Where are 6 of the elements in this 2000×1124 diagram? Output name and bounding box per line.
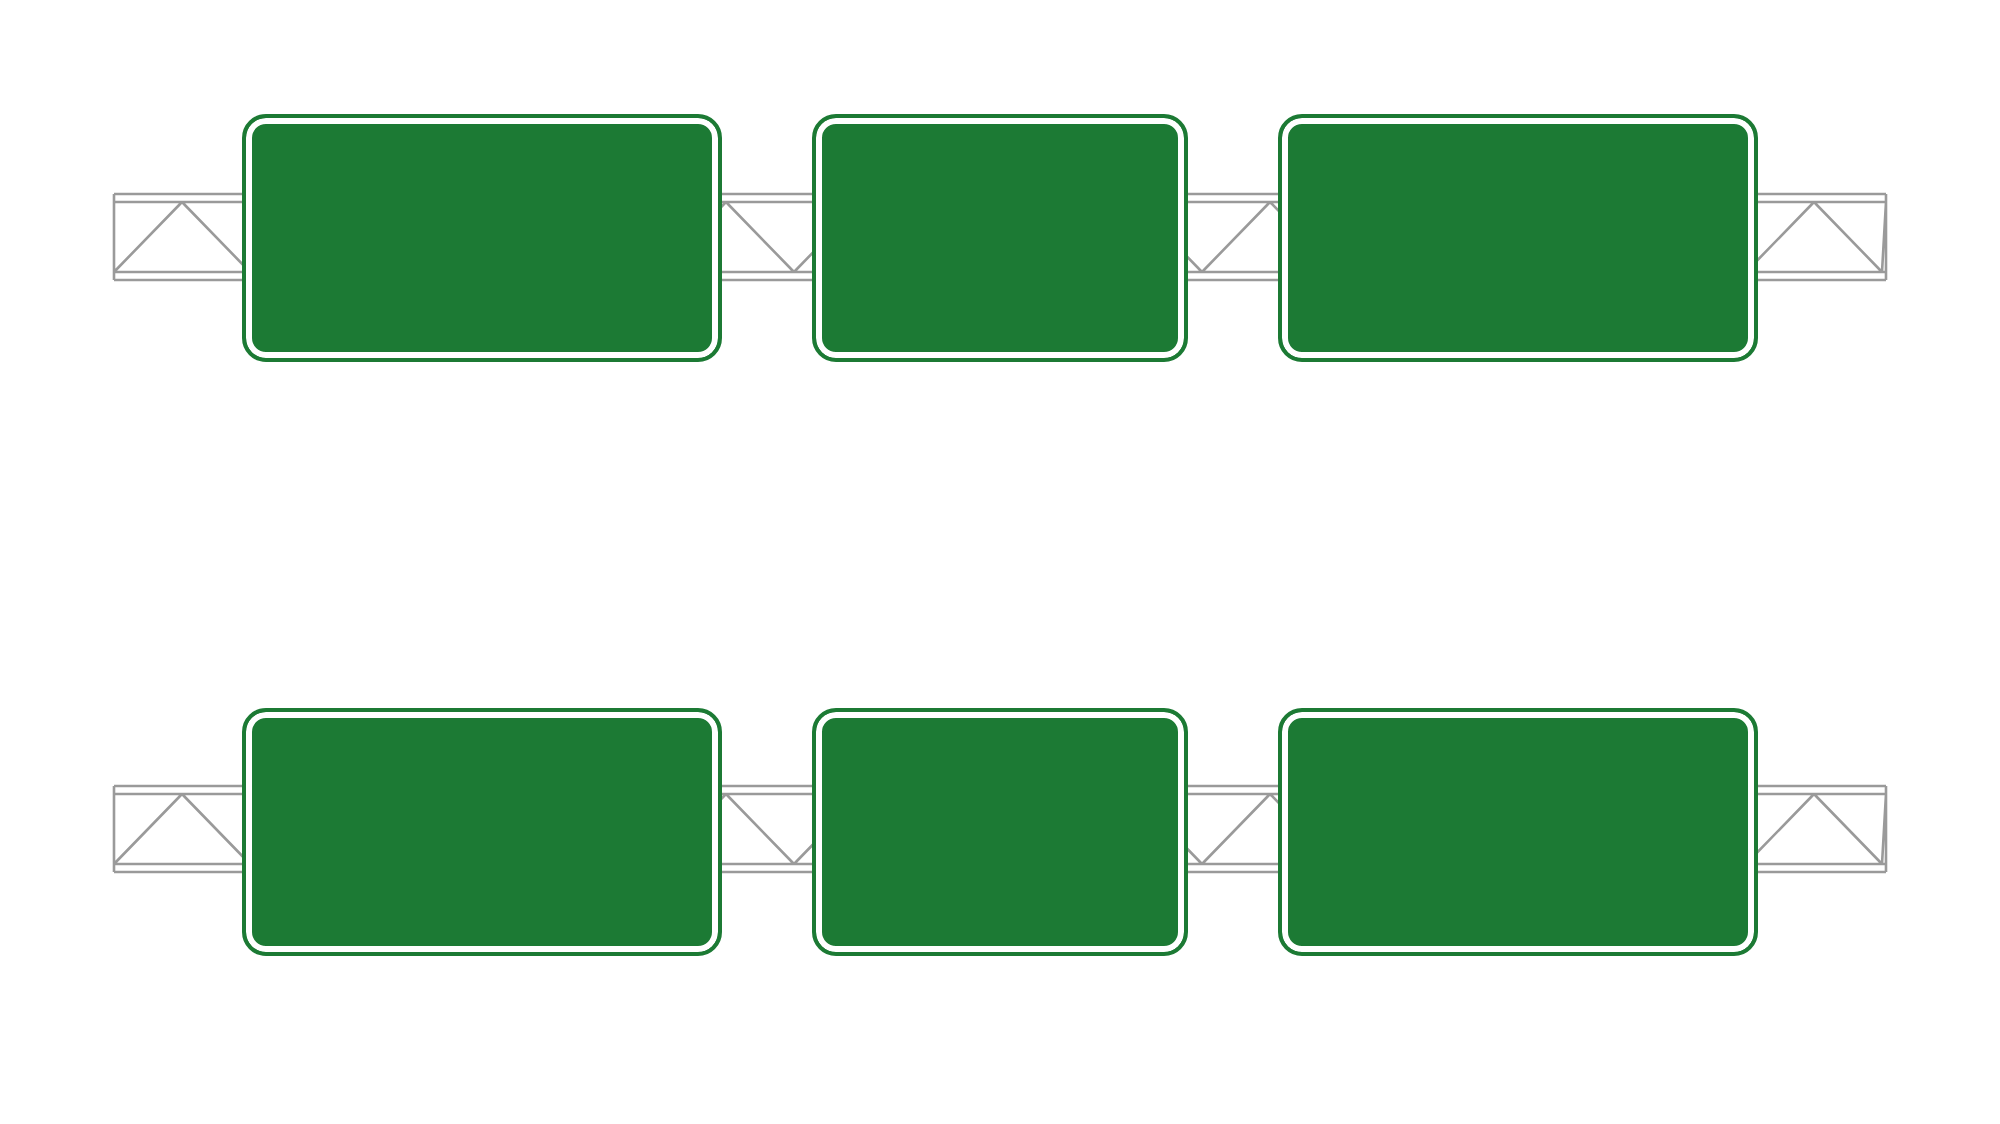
road-sign bbox=[812, 708, 1188, 956]
road-sign bbox=[1278, 708, 1758, 956]
road-sign bbox=[242, 114, 722, 362]
road-sign bbox=[242, 708, 722, 956]
road-sign bbox=[1278, 114, 1758, 362]
road-sign bbox=[812, 114, 1188, 362]
